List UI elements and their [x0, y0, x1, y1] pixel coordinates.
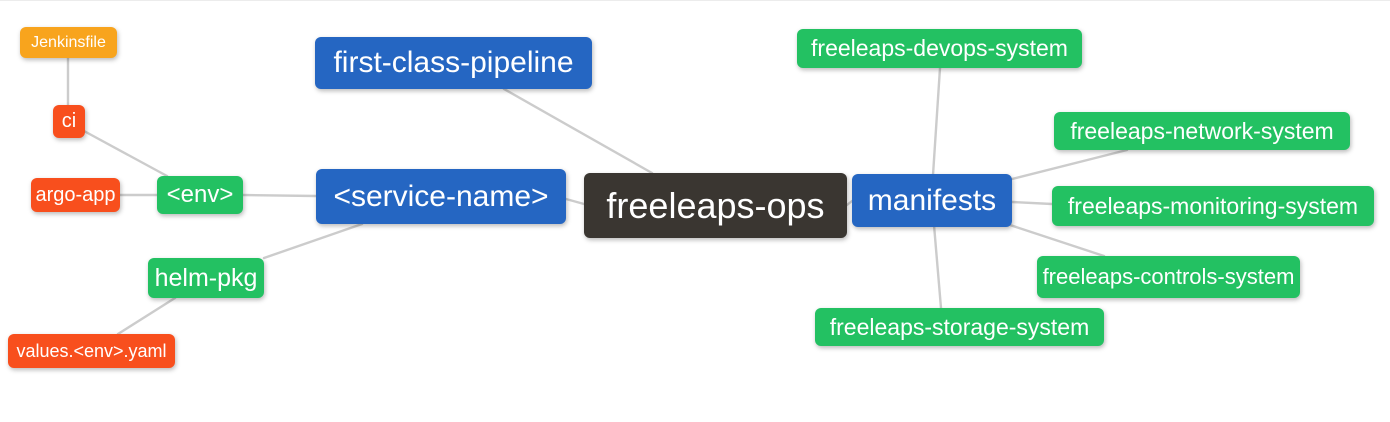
edge-manifests-controls — [1005, 222, 1106, 258]
node-first-class-pipeline[interactable]: first-class-pipeline — [315, 37, 592, 89]
edge-manifests-devops — [931, 66, 942, 177]
node-manifests[interactable]: manifests — [852, 174, 1012, 227]
edge-manifests-network — [1010, 148, 1129, 181]
edge-env-service-name — [241, 193, 318, 198]
node-env[interactable]: <env> — [157, 176, 243, 214]
node-freeleaps-devops-system[interactable]: freeleaps-devops-system — [797, 29, 1082, 68]
edge-values-helm-pkg — [116, 296, 177, 336]
node-values-env-yaml[interactable]: values.<env>.yaml — [8, 334, 175, 368]
node-helm-pkg[interactable]: helm-pkg — [148, 258, 264, 298]
edge-freeleaps-ops-manifests — [845, 199, 854, 207]
node-service-name[interactable]: <service-name> — [316, 169, 566, 224]
edge-manifests-monitoring — [1010, 200, 1054, 206]
edge-ci-env — [82, 129, 169, 178]
node-jenkinsfile[interactable]: Jenkinsfile — [20, 27, 117, 58]
edge-service-name-freeleaps-ops — [564, 197, 586, 206]
node-ci[interactable]: ci — [53, 105, 85, 138]
node-freeleaps-ops[interactable]: freeleaps-ops — [584, 173, 847, 238]
edge-pipeline-freeleaps-ops — [502, 87, 654, 175]
node-freeleaps-storage-system[interactable]: freeleaps-storage-system — [815, 308, 1104, 346]
node-freeleaps-monitoring-system[interactable]: freeleaps-monitoring-system — [1052, 186, 1374, 226]
node-freeleaps-controls-system[interactable]: freeleaps-controls-system — [1037, 256, 1300, 298]
node-freeleaps-network-system[interactable]: freeleaps-network-system — [1054, 112, 1350, 150]
node-argo-app[interactable]: argo-app — [31, 178, 120, 212]
edge-helm-pkg-service-name — [262, 222, 364, 260]
edge-manifests-storage — [932, 223, 943, 310]
